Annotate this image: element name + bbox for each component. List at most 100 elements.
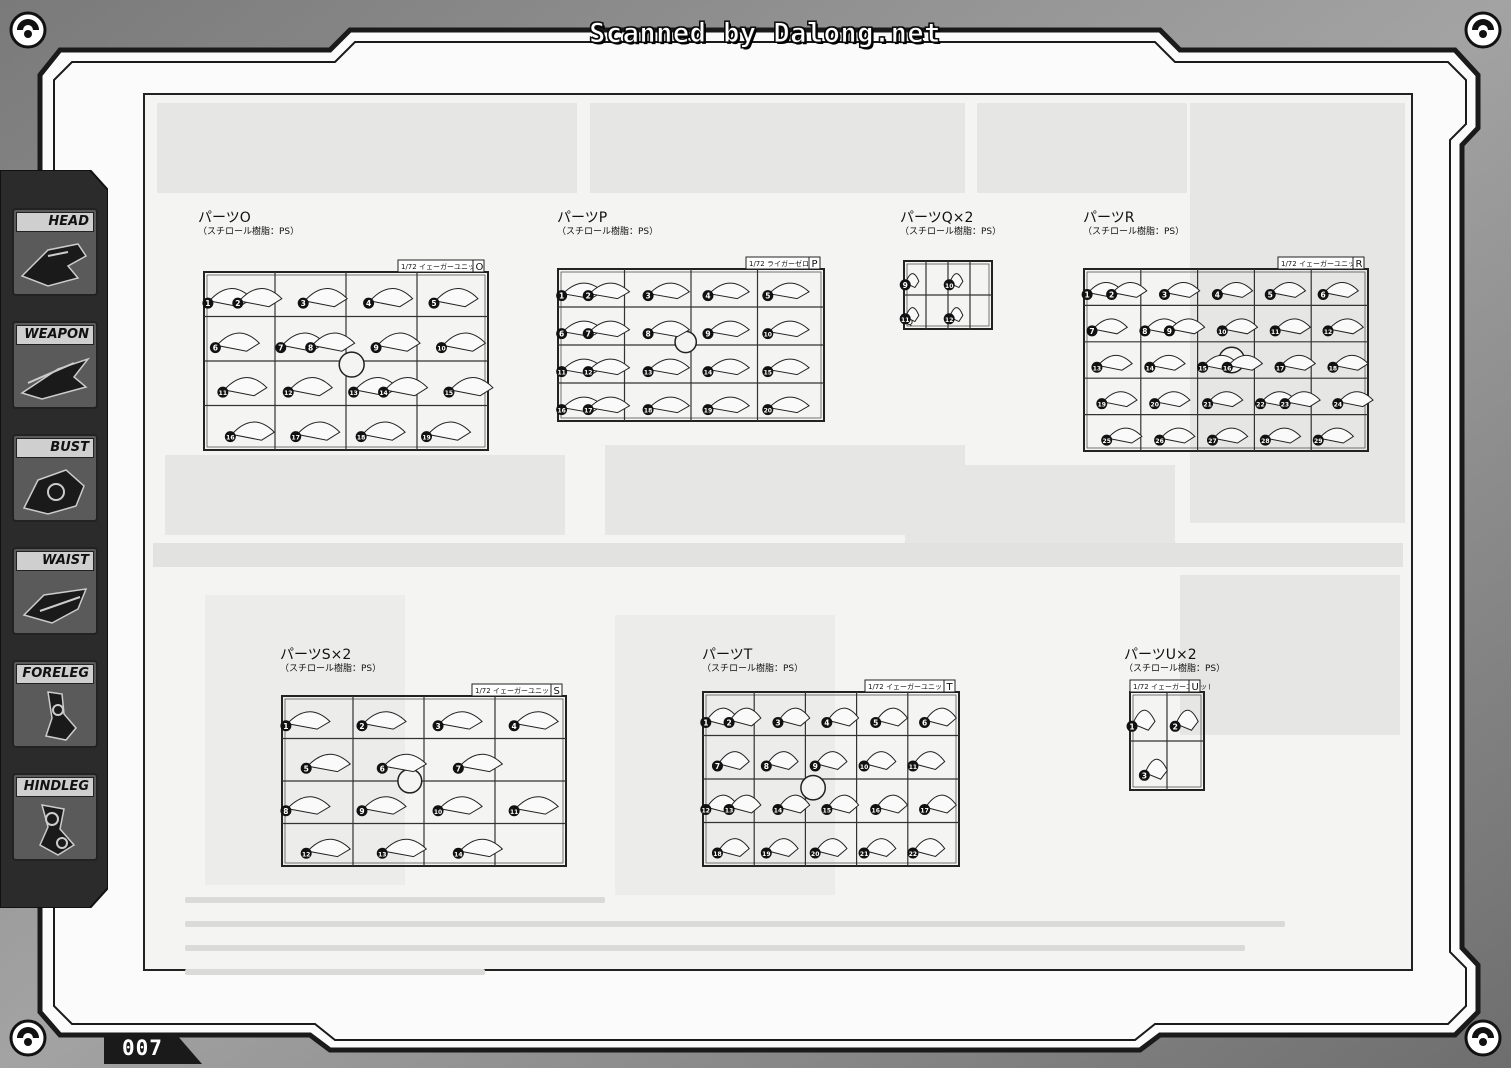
part-number: 17: [292, 435, 300, 442]
plastic-part: [288, 377, 334, 397]
sidebar-tab-waist[interactable]: WAIST: [12, 547, 98, 635]
plastic-part: [238, 288, 283, 308]
part-number: 16: [872, 807, 880, 814]
plastic-part: [1227, 354, 1264, 371]
part-number-marker: [1327, 361, 1339, 373]
plastic-part: [1097, 354, 1133, 371]
plastic-part: [286, 796, 331, 815]
plastic-part: [361, 421, 406, 441]
part-number-marker: [762, 404, 774, 416]
part-number: 3: [1162, 290, 1167, 299]
part-number: 1: [559, 292, 564, 301]
part-number-marker: [582, 290, 594, 302]
part-number-marker: [772, 803, 784, 815]
part-number: 16: [1223, 365, 1231, 372]
part-number-marker: [702, 290, 714, 302]
part-number-marker: [1322, 325, 1334, 337]
plastic-part: [362, 796, 407, 815]
runner-letter: Q: [906, 318, 913, 328]
part-name: パーツU×2: [1124, 647, 1197, 663]
part-number-marker: [275, 342, 287, 354]
runner-letter-box: [550, 683, 563, 697]
plastic-part: [458, 838, 504, 858]
plastic-part: [438, 796, 483, 815]
part-number-marker: [1138, 769, 1150, 781]
part-number-marker: [1279, 398, 1291, 410]
part-number: 20: [764, 408, 772, 415]
part-number: 13: [725, 807, 733, 814]
plastic-part: [1149, 354, 1186, 371]
part-number: 12: [702, 807, 710, 814]
part-number: 26: [1155, 438, 1163, 445]
page-number-text: 007: [122, 1036, 163, 1060]
plastic-part: [648, 358, 691, 376]
plastic-part: [441, 332, 487, 352]
plastic-part: [708, 396, 751, 414]
part-number-marker: [1269, 325, 1281, 337]
part-number: 2: [1109, 290, 1114, 299]
sidebar-tab-label: HINDLEG: [16, 777, 94, 797]
part-number: 5: [765, 292, 770, 301]
plastic-part: [648, 282, 691, 300]
part-number-marker: [762, 328, 774, 340]
part-number: 21: [860, 851, 868, 858]
plastic-part: [369, 288, 414, 308]
sidebar-tab-weapon[interactable]: WEAPON: [12, 321, 98, 409]
part-number: 1: [205, 299, 210, 308]
runner-tag-text: 1/72 イェーガーユニット: [1281, 259, 1362, 268]
zoid-head-icon: [20, 243, 88, 287]
plastic-part: [1333, 354, 1369, 371]
plastic-part: [1207, 391, 1244, 408]
sidebar-tab-label: WAIST: [16, 551, 94, 571]
part-number-marker: [762, 290, 774, 302]
part-name: パーツS×2: [280, 647, 352, 663]
runner-tag-text: 1/72 イェーガーユニット: [401, 262, 482, 271]
part-number: 14: [774, 807, 782, 814]
part-number-marker: [760, 847, 772, 859]
part-number-marker: [363, 297, 375, 309]
part-number: 9: [359, 807, 364, 816]
part-number-marker: [870, 803, 882, 815]
part-label-s: パーツS×2 （スチロール樹脂：PS）: [280, 647, 381, 675]
runner-letter: R: [1356, 259, 1363, 270]
part-number-marker: [858, 760, 870, 772]
part-number-marker: [772, 716, 784, 728]
bleed-through-block: [1190, 103, 1405, 523]
part-number: 5: [304, 764, 309, 773]
part-number-marker: [1206, 434, 1218, 446]
runner-center-hole: [338, 351, 365, 378]
part-number: 19: [422, 435, 430, 442]
part-number-marker: [702, 404, 714, 416]
part-number-marker: [700, 803, 712, 815]
part-name: パーツT: [702, 647, 753, 663]
plastic-part: [1092, 318, 1129, 335]
part-material: （スチロール樹脂：PS）: [280, 664, 382, 674]
plastic-part: [827, 707, 860, 727]
sidebar-tab-head[interactable]: HEAD: [12, 208, 98, 296]
sidebar-tab-hindleg[interactable]: HINDLEG: [12, 773, 98, 861]
part-number: 9: [903, 281, 908, 290]
sidebar-tab-foreleg[interactable]: FORELEG: [12, 660, 98, 748]
plastic-part: [1318, 427, 1355, 444]
part-number: 5: [873, 718, 878, 727]
plastic-part: [864, 838, 897, 857]
part-number: 10: [945, 283, 953, 290]
part-number: 6: [213, 344, 218, 353]
part-number: 14: [454, 851, 462, 858]
part-number-marker: [356, 720, 368, 732]
part-number: 2: [1173, 722, 1178, 731]
plastic-part: [648, 320, 691, 338]
part-number: 21: [1203, 402, 1211, 409]
bleed-through-block: [905, 465, 1175, 545]
corner-emblem-icon: [1464, 11, 1502, 49]
part-number-marker: [432, 720, 444, 732]
plastic-part: [717, 751, 750, 770]
part-name: パーツR: [1083, 210, 1135, 226]
plastic-part: [875, 794, 909, 814]
part-number-marker: [556, 328, 568, 340]
part-number-marker: [282, 386, 294, 398]
plastic-part: [306, 753, 352, 773]
sidebar-tab-bust[interactable]: BUST: [12, 434, 98, 522]
part-label-p: パーツP （スチロール樹脂：PS）: [557, 210, 658, 238]
part-number-marker: [300, 847, 312, 859]
